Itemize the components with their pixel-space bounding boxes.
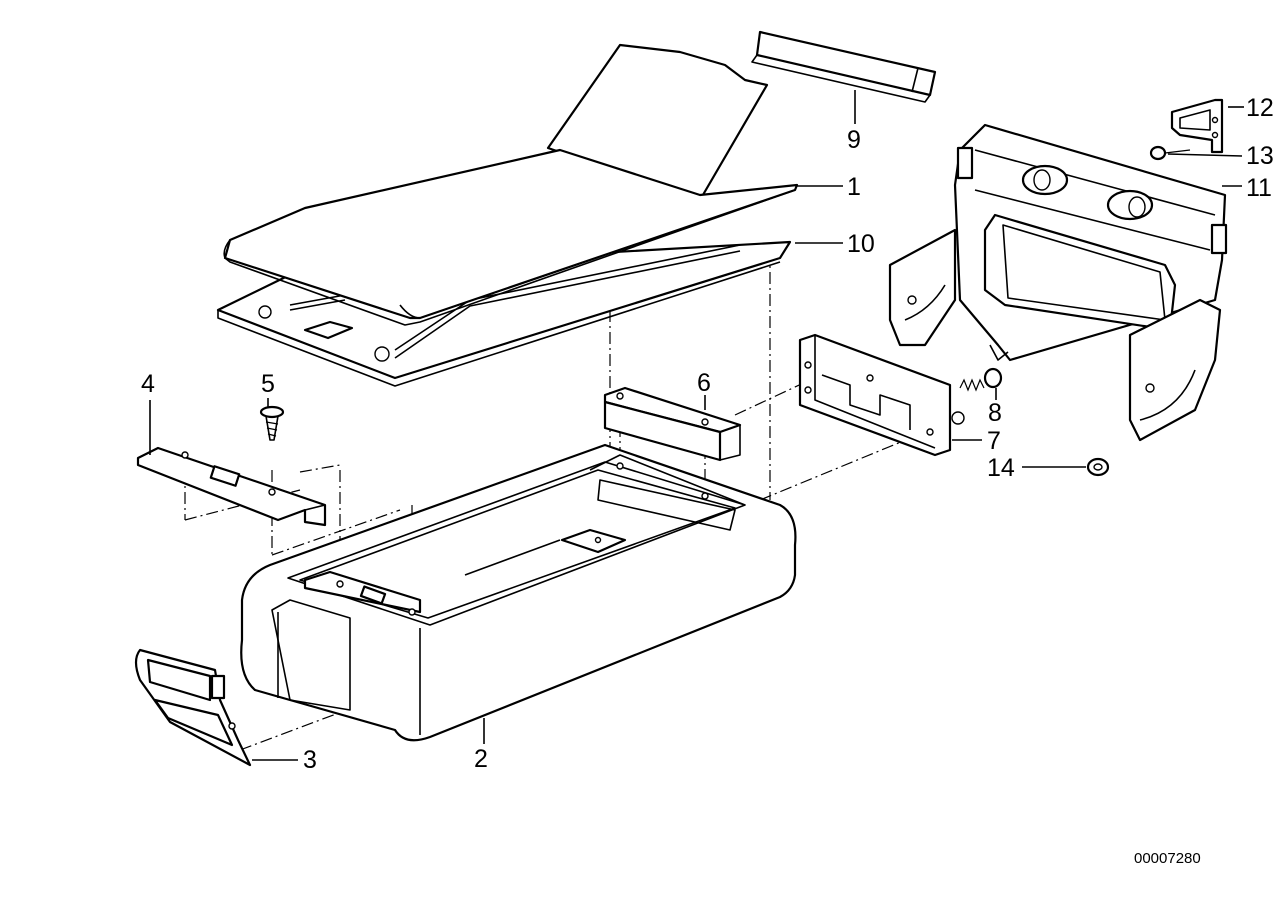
callout-11: 11 (1246, 174, 1272, 202)
part-4-bracket (136, 446, 327, 527)
part-9-trim-strip (751, 30, 937, 103)
callout-7: 7 (987, 427, 1001, 455)
part-3-front-bezel (134, 648, 252, 767)
part-8-spring (959, 367, 1003, 392)
callout-9: 9 (847, 126, 861, 154)
callout-labels: 1 2 3 4 5 6 7 8 9 10 11 12 13 14 (141, 94, 1274, 774)
callout-5: 5 (261, 370, 275, 398)
part-13-screw (1149, 145, 1191, 161)
part-2-armrest-housing (240, 443, 797, 742)
callout-8: 8 (988, 399, 1002, 427)
diagram-id-label: 00007280 (1134, 850, 1201, 867)
callout-1: 1 (847, 173, 861, 201)
callout-6: 6 (697, 369, 711, 397)
part-6-small-bracket (603, 386, 742, 462)
part-12-clip (1170, 98, 1224, 154)
part-14-washer (1086, 457, 1110, 477)
part-5-screw (259, 405, 285, 441)
callout-12: 12 (1246, 94, 1274, 122)
leader-lines (149, 90, 1244, 761)
part-11-support-frame (888, 123, 1228, 442)
callout-2: 2 (474, 745, 488, 773)
callout-10: 10 (847, 230, 875, 258)
callout-3: 3 (303, 746, 317, 774)
part-7-hinge-plate (798, 333, 965, 457)
callout-13: 13 (1246, 142, 1274, 170)
callout-14: 14 (987, 454, 1015, 482)
part-1-lid-cover (223, 43, 799, 326)
callout-4: 4 (141, 370, 155, 398)
